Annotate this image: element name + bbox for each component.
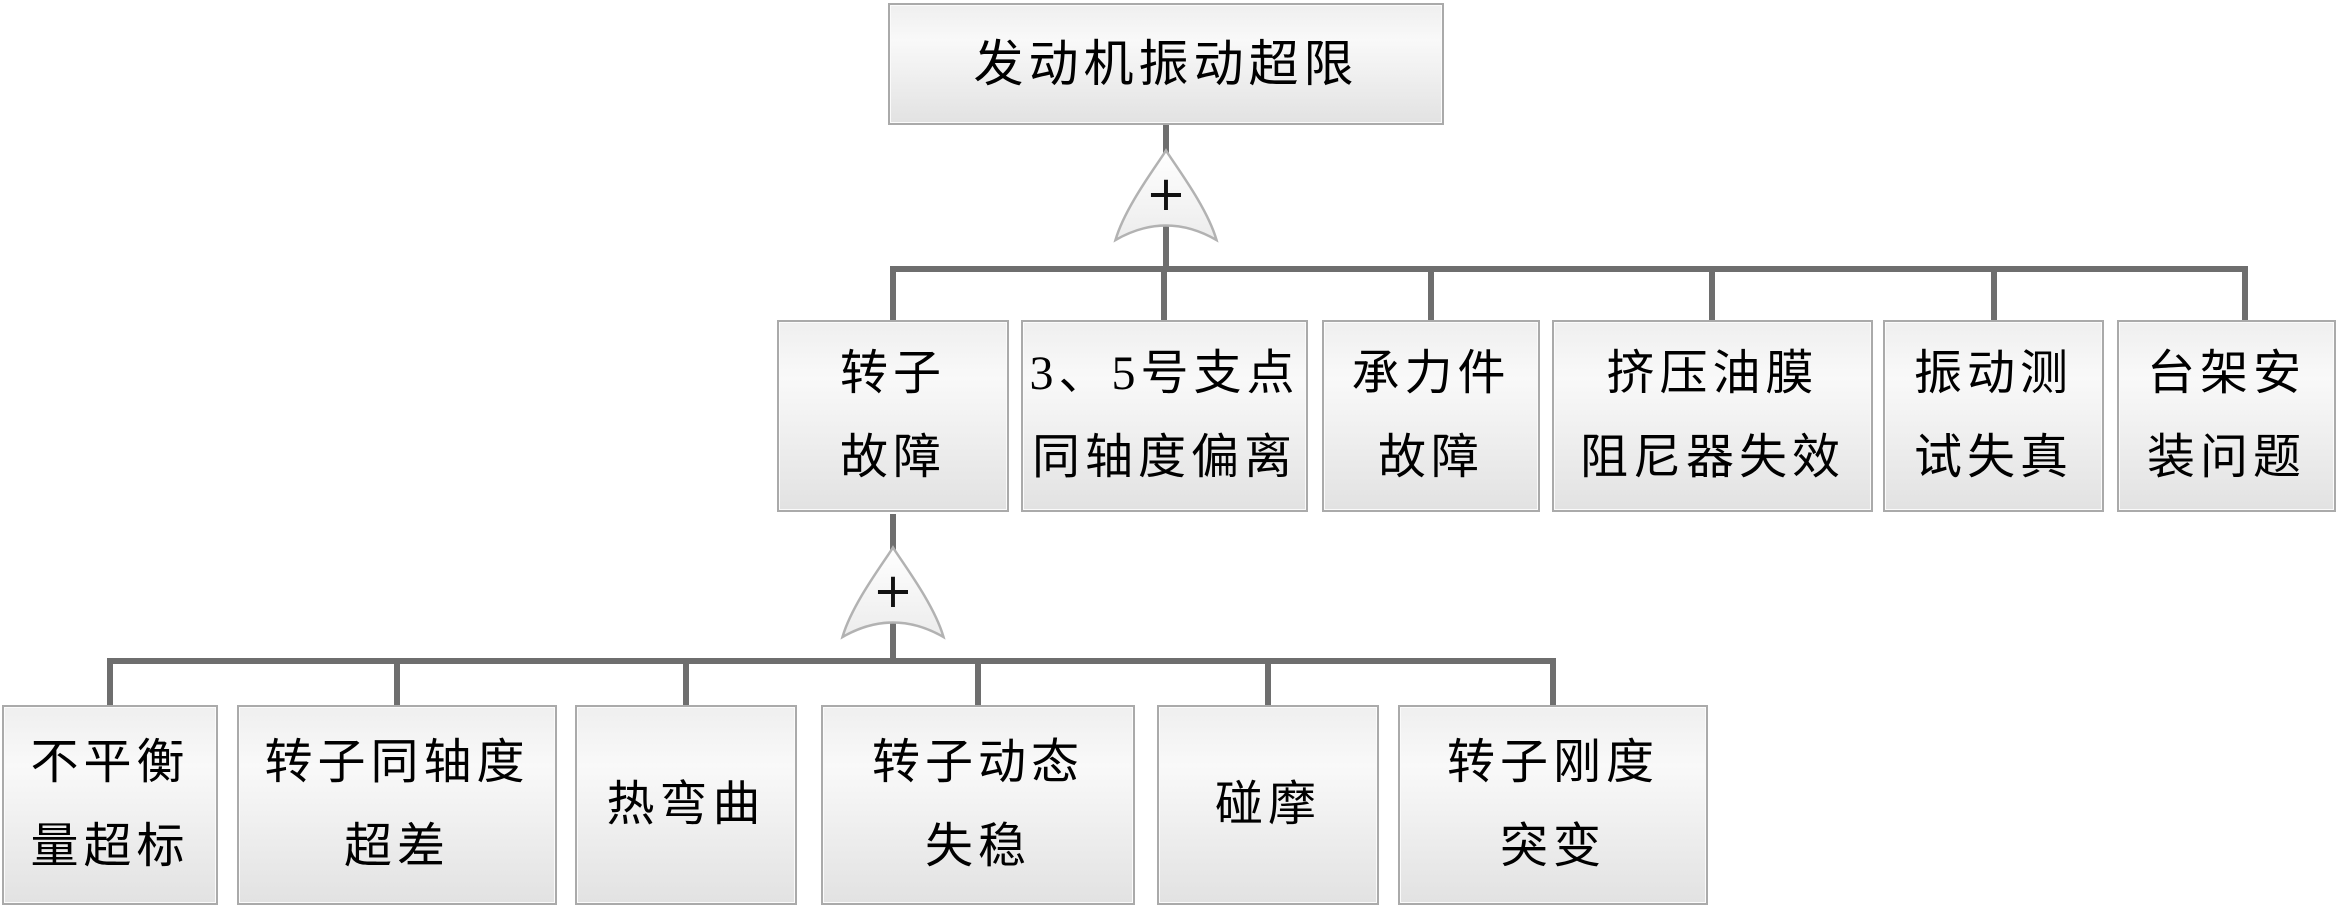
level1-stubs xyxy=(890,266,2248,324)
level2-stubs xyxy=(107,658,1556,709)
node-label-line: 转子动态 xyxy=(871,736,1084,789)
node-engine-vibration-over-limit: 发动机振动超限 xyxy=(888,3,1444,125)
node-label-line: 发动机振动超限 xyxy=(973,36,1359,92)
or-gate-plus-icon: + xyxy=(873,563,913,619)
node-label-line: 热弯曲 xyxy=(606,778,766,831)
or-gate-icon xyxy=(840,545,946,640)
node-label-line: 失稳 xyxy=(924,820,1031,873)
node-label-line: 装问题 xyxy=(2146,431,2306,484)
node-unbalance-over-standard: 不平衡 量超标 xyxy=(2,705,218,905)
or-gate-icon xyxy=(1113,148,1219,243)
node-load-bearing-part-fault: 承力件 故障 xyxy=(1322,320,1540,512)
node-thermal-bending: 热弯曲 xyxy=(575,705,797,905)
node-label-line: 故障 xyxy=(1377,431,1484,484)
node-label-line: 振动测 xyxy=(1913,347,2073,400)
node-label-line: 不平衡 xyxy=(30,736,190,789)
node-label-line: 承力件 xyxy=(1351,347,1511,400)
node-rotor-coaxiality-out-of-tolerance: 转子同轴度 超差 xyxy=(237,705,557,905)
or-gate-plus-icon: + xyxy=(1146,166,1186,222)
node-label-line: 碰摩 xyxy=(1214,778,1321,831)
node-label-line: 超差 xyxy=(343,820,450,873)
node-rotor-fault: 转子 故障 xyxy=(777,320,1009,512)
node-vibration-test-distortion: 振动测 试失真 xyxy=(1883,320,2104,512)
node-label-line: 转子同轴度 xyxy=(264,736,530,789)
node-pivot-3-5-coaxiality-deviation: 3、5号支点 同轴度偏离 xyxy=(1021,320,1308,512)
node-label-line: 3、5号支点 xyxy=(1029,347,1300,400)
node-rubbing: 碰摩 xyxy=(1157,705,1379,905)
or-gate-2: + xyxy=(840,545,946,640)
node-label-line: 阻尼器失效 xyxy=(1579,431,1845,484)
or-gate-1: + xyxy=(1113,148,1219,243)
node-label-line: 故障 xyxy=(839,431,946,484)
node-squeeze-film-damper-failure: 挤压油膜 阻尼器失效 xyxy=(1552,320,1873,512)
node-label-line: 突变 xyxy=(1499,820,1606,873)
node-label-line: 试失真 xyxy=(1913,431,2073,484)
node-test-bench-installation-problem: 台架安 装问题 xyxy=(2117,320,2336,512)
node-label-line: 转子刚度 xyxy=(1446,736,1659,789)
node-label-line: 转子 xyxy=(839,347,946,400)
node-rotor-stiffness-sudden-change: 转子刚度 突变 xyxy=(1398,705,1708,905)
node-label-line: 挤压油膜 xyxy=(1606,347,1819,400)
node-label-line: 台架安 xyxy=(2146,347,2306,400)
node-label-line: 量超标 xyxy=(30,820,190,873)
node-rotor-dynamic-instability: 转子动态 失稳 xyxy=(821,705,1135,905)
node-label-line: 同轴度偏离 xyxy=(1031,431,1297,484)
